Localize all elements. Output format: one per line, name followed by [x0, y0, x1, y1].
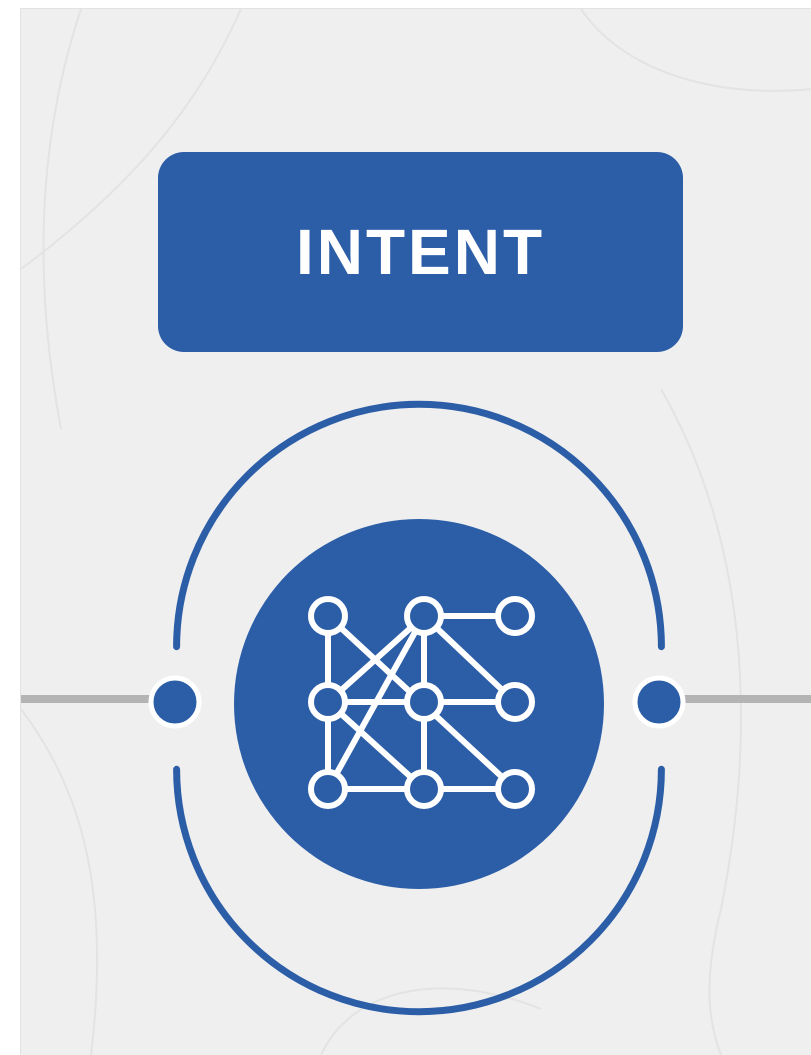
left-connector-dot — [148, 675, 202, 729]
outer-ring-top-arc — [173, 400, 665, 651]
right-connector-dot — [632, 675, 686, 729]
intent-node-graphic — [21, 400, 811, 1016]
intent-label: INTENT — [295, 216, 546, 288]
diagram-canvas: INTENT — [20, 8, 811, 1055]
network-nodes-icon — [308, 596, 535, 809]
background-contour-lines — [21, 9, 811, 1055]
outer-ring-bottom-arc — [173, 765, 665, 1016]
intent-label-box: INTENT — [158, 152, 683, 352]
